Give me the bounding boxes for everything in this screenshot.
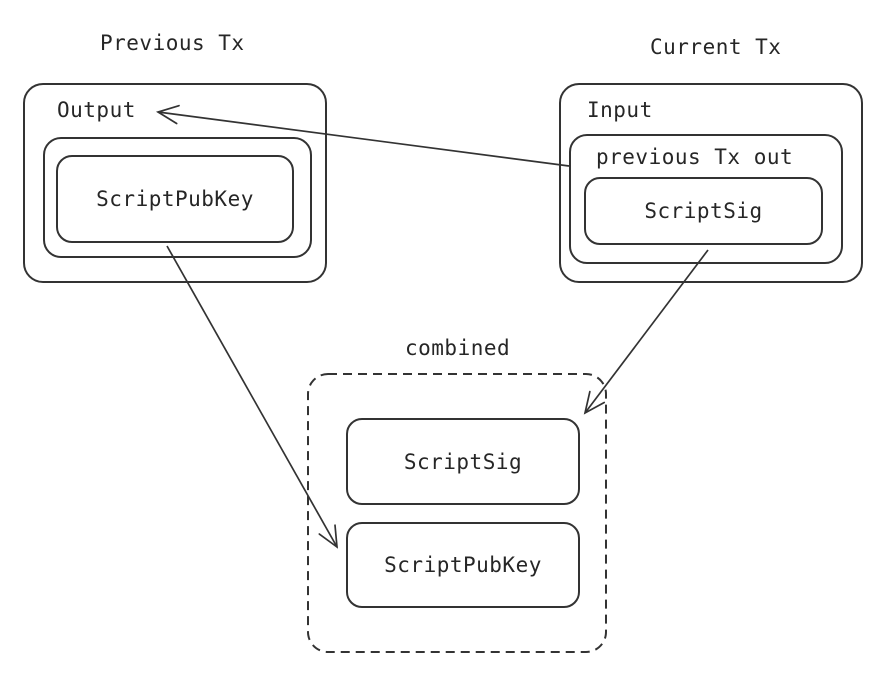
scriptpubkey-label: ScriptPubKey: [96, 187, 254, 211]
scriptpubkey-box: ScriptPubKey: [56, 155, 294, 243]
scriptsig-box: ScriptSig: [584, 177, 823, 245]
output-label: Output: [57, 98, 136, 122]
previous-tx-title: Previous Tx: [100, 31, 245, 55]
combined-scriptpubkey-box: ScriptPubKey: [346, 522, 580, 608]
combined-scriptsig-label: ScriptSig: [403, 449, 523, 474]
combined-scriptpubkey-label: ScriptPubKey: [384, 553, 542, 577]
input-label: Input: [587, 98, 653, 122]
current-tx-container: [559, 83, 863, 283]
current-tx-title: Current Tx: [650, 35, 782, 59]
prev-tx-out-label: previous Tx out: [596, 145, 794, 169]
scriptsig-label: ScriptSig: [644, 199, 763, 223]
combined-container: [307, 373, 607, 653]
combined-scriptsig-box: ScriptSig: [346, 418, 580, 505]
combined-title: combined: [405, 336, 511, 360]
